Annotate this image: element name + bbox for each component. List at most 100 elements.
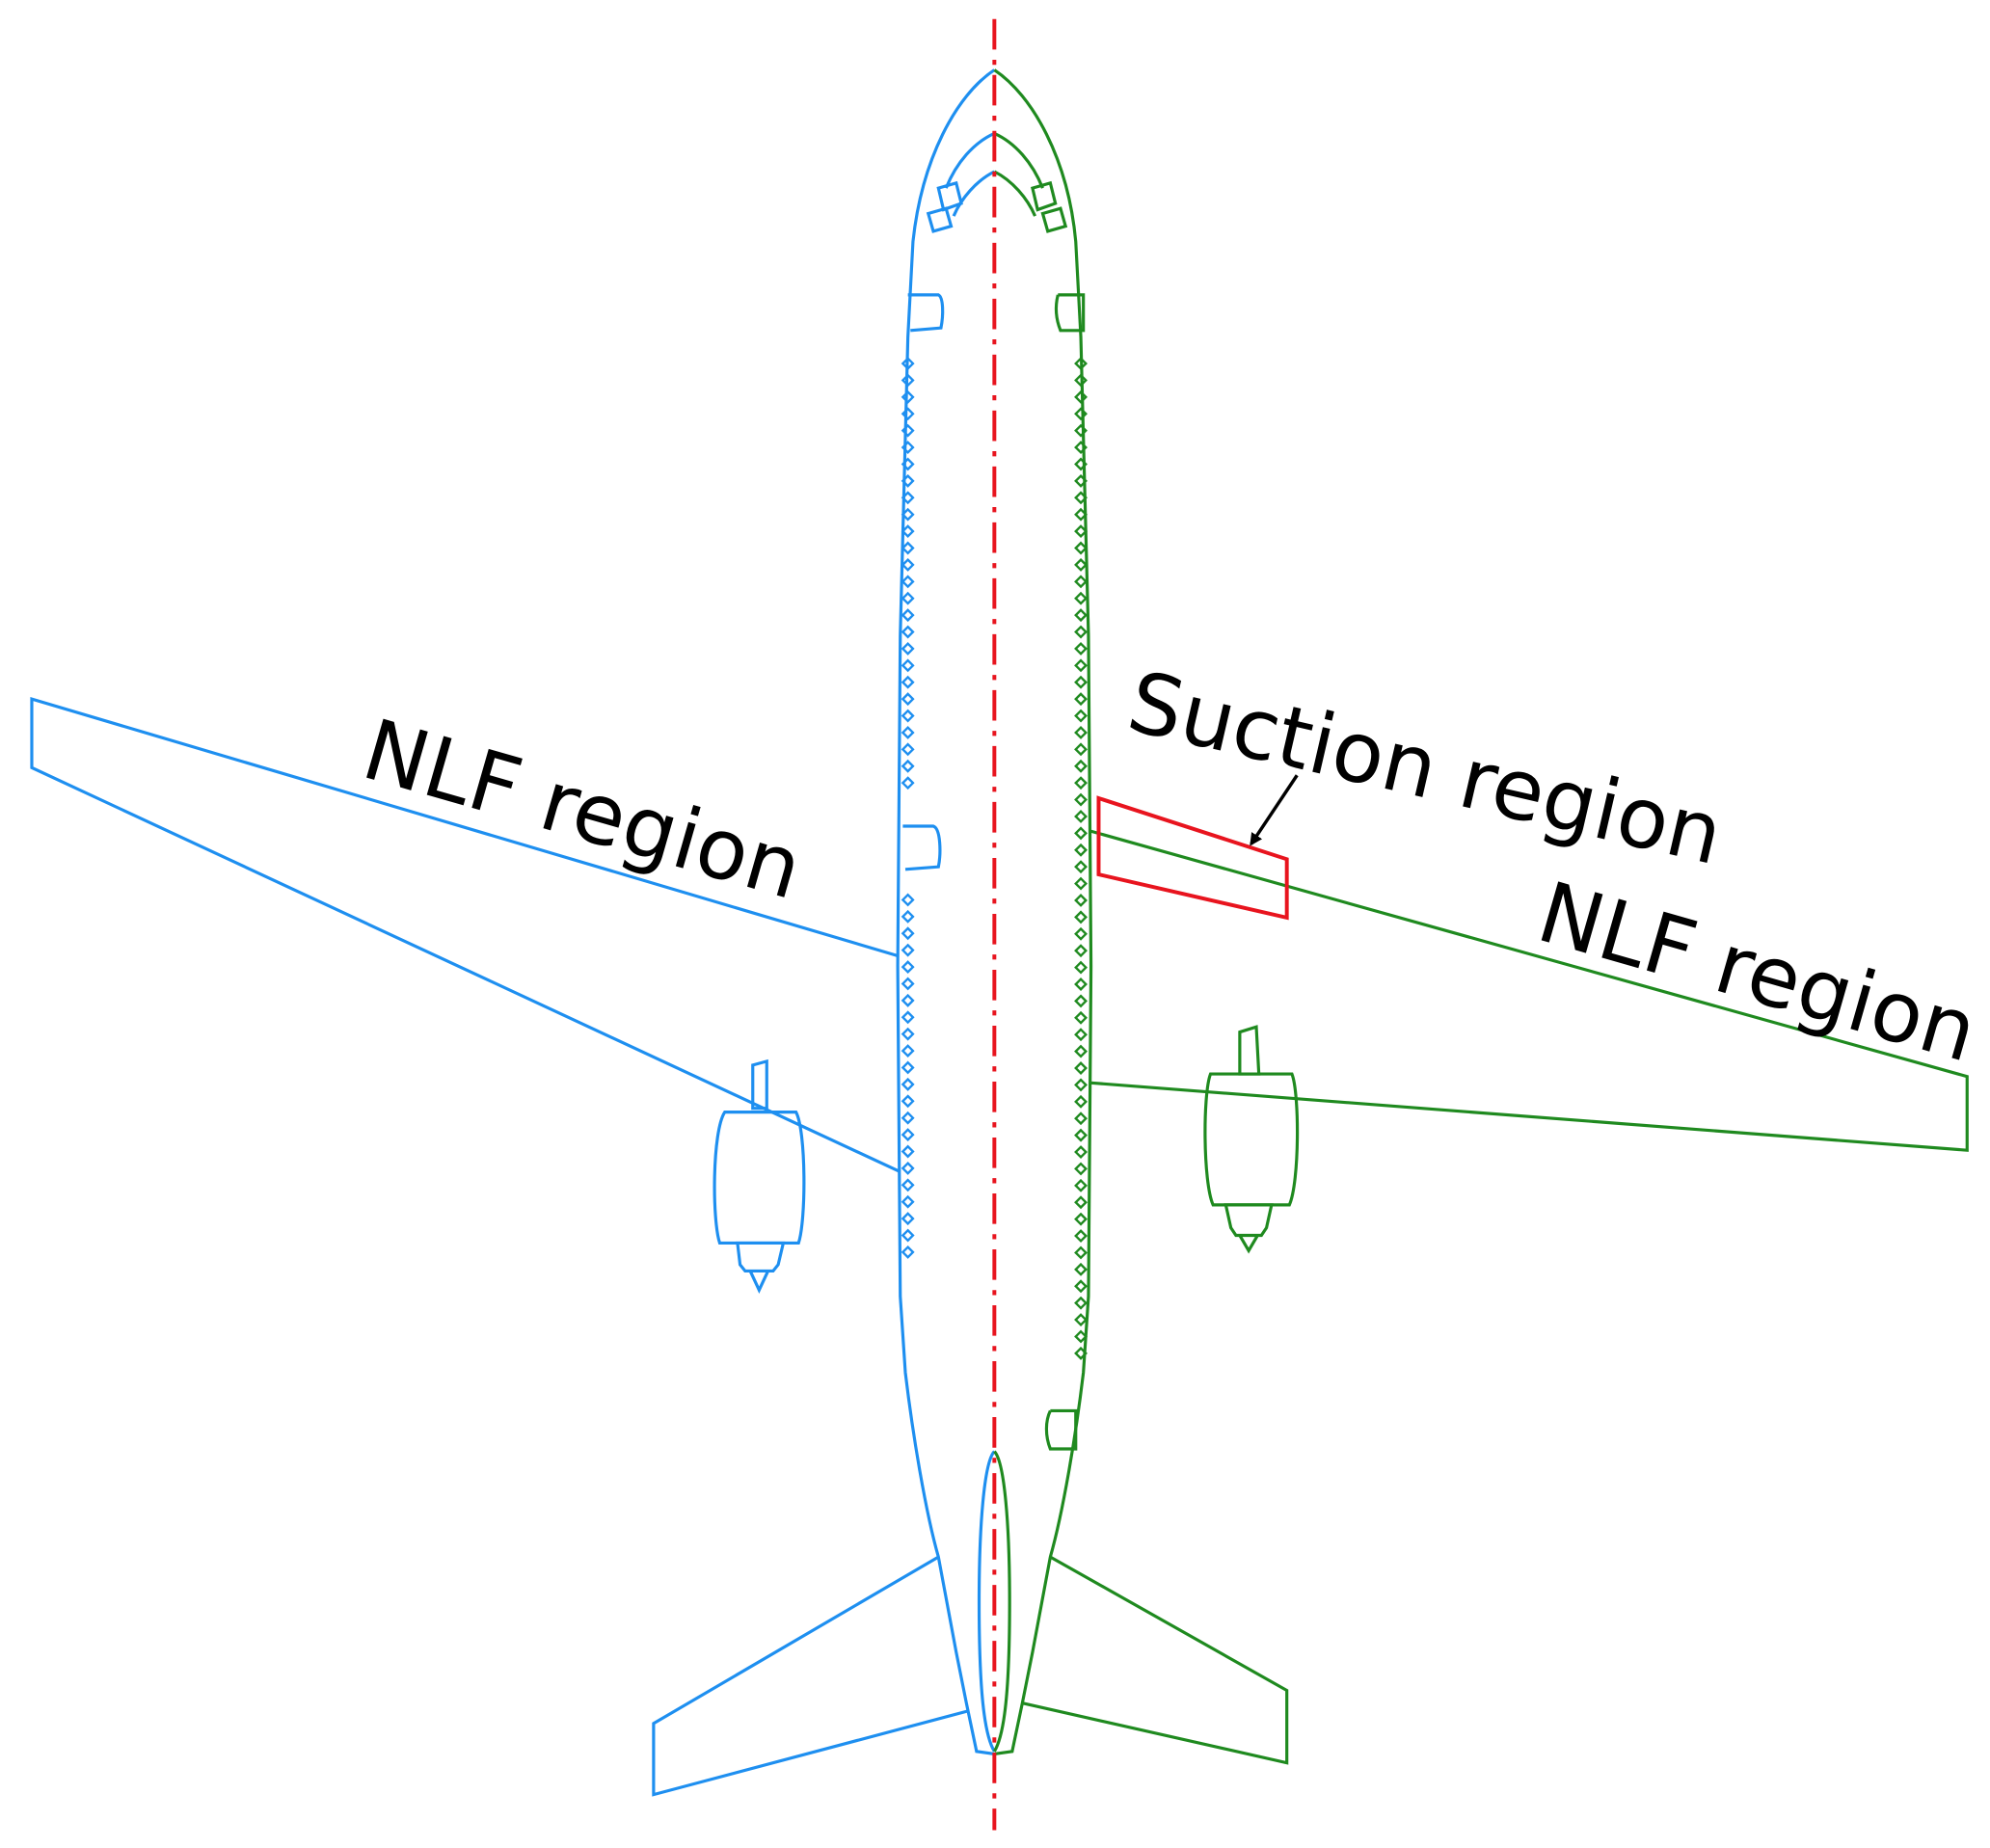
passenger-window [901, 675, 915, 689]
right-horizontal-tail [1022, 1555, 1289, 1765]
passenger-window [901, 709, 915, 723]
passenger-window [901, 641, 915, 656]
left-cockpit-window-1 [936, 180, 963, 212]
passenger-window [1074, 1061, 1088, 1075]
left-door-forward [907, 293, 945, 333]
left-window-row [901, 357, 915, 1259]
suction-region-box [1096, 795, 1289, 921]
passenger-window [1074, 1028, 1088, 1042]
passenger-window [1074, 692, 1088, 707]
passenger-window [1074, 608, 1088, 623]
right-engine-nacelle [1203, 1072, 1300, 1207]
passenger-window [901, 1077, 915, 1091]
passenger-window [1074, 1178, 1088, 1192]
passenger-window [901, 441, 915, 455]
passenger-window [901, 1228, 915, 1243]
passenger-window [901, 759, 915, 773]
passenger-window [901, 357, 915, 371]
passenger-window [901, 407, 915, 421]
passenger-window [901, 557, 915, 572]
passenger-window [1074, 1195, 1088, 1210]
left-engine-nacelle [713, 1111, 806, 1245]
passenger-window [901, 692, 915, 707]
passenger-window [1074, 1313, 1088, 1327]
passenger-window [1074, 641, 1088, 656]
passenger-window [1074, 407, 1088, 421]
passenger-window [901, 1044, 915, 1058]
passenger-window [1074, 1245, 1088, 1260]
passenger-window [1074, 860, 1088, 874]
passenger-window [901, 926, 915, 941]
passenger-window [1074, 658, 1088, 673]
passenger-window [901, 507, 915, 522]
left-tailcone-ellipse [977, 1450, 996, 1753]
passenger-window [1074, 1296, 1088, 1310]
passenger-window [901, 389, 915, 404]
right-engine-exhaust [1224, 1203, 1274, 1254]
passenger-window [1074, 826, 1088, 841]
passenger-window [1074, 389, 1088, 404]
passenger-window [1074, 926, 1088, 941]
passenger-window [901, 1161, 915, 1175]
passenger-window [1074, 978, 1088, 991]
passenger-window [901, 625, 915, 639]
right-window-row [1074, 357, 1088, 1360]
left-engine-exhaust [736, 1241, 786, 1294]
left-cockpit-window-arc-2 [952, 170, 996, 217]
suction-region-label: Suction region [1119, 653, 1732, 885]
passenger-window [1074, 625, 1088, 639]
passenger-window [1074, 810, 1088, 823]
passenger-window [1074, 591, 1088, 605]
passenger-window [901, 909, 915, 924]
passenger-window [1074, 423, 1088, 438]
passenger-window [1074, 1078, 1088, 1092]
left-door-overwing [902, 824, 942, 871]
passenger-window [1074, 742, 1088, 757]
passenger-window [901, 373, 915, 388]
right-wing [1090, 829, 1969, 1152]
passenger-window [901, 491, 915, 505]
passenger-window [901, 1144, 915, 1159]
passenger-window [1074, 894, 1088, 907]
passenger-window [1074, 373, 1088, 388]
passenger-window [901, 1094, 915, 1109]
passenger-window [901, 423, 915, 438]
passenger-window [1074, 776, 1088, 790]
passenger-window [901, 1060, 915, 1075]
passenger-window [1074, 944, 1088, 958]
passenger-window [1074, 675, 1088, 689]
left-wing [30, 697, 901, 1174]
passenger-window [901, 524, 915, 539]
passenger-window [901, 977, 915, 991]
passenger-window [1074, 524, 1088, 539]
passenger-window [1074, 1145, 1088, 1159]
passenger-window [901, 943, 915, 957]
passenger-window [1074, 1346, 1088, 1360]
nlf-region-label-left: NLF region [353, 700, 813, 919]
passenger-window [1074, 1329, 1088, 1344]
suction-arrow [1250, 774, 1299, 846]
passenger-window [1074, 491, 1088, 505]
right-cockpit-window-1 [1031, 180, 1058, 212]
passenger-window [901, 591, 915, 605]
left-fuselage-outline [896, 68, 996, 1756]
passenger-window [901, 608, 915, 623]
passenger-window [1074, 1162, 1088, 1176]
passenger-window [901, 776, 915, 790]
passenger-window [1074, 575, 1088, 589]
passenger-window [901, 1010, 915, 1025]
left-engine-pylon [751, 1058, 768, 1111]
passenger-window [1074, 1128, 1088, 1142]
passenger-window [901, 1194, 915, 1209]
left-half-aircraft [30, 68, 996, 1797]
passenger-window [1074, 994, 1088, 1008]
passenger-window [1074, 960, 1088, 975]
passenger-window [901, 658, 915, 673]
passenger-window [901, 960, 915, 975]
passenger-window [1074, 792, 1088, 807]
passenger-window [901, 993, 915, 1007]
nlf-region-label-right: NLF region [1528, 863, 1988, 1082]
passenger-window [1074, 1262, 1088, 1276]
left-cockpit-window-arc-1 [944, 131, 995, 189]
